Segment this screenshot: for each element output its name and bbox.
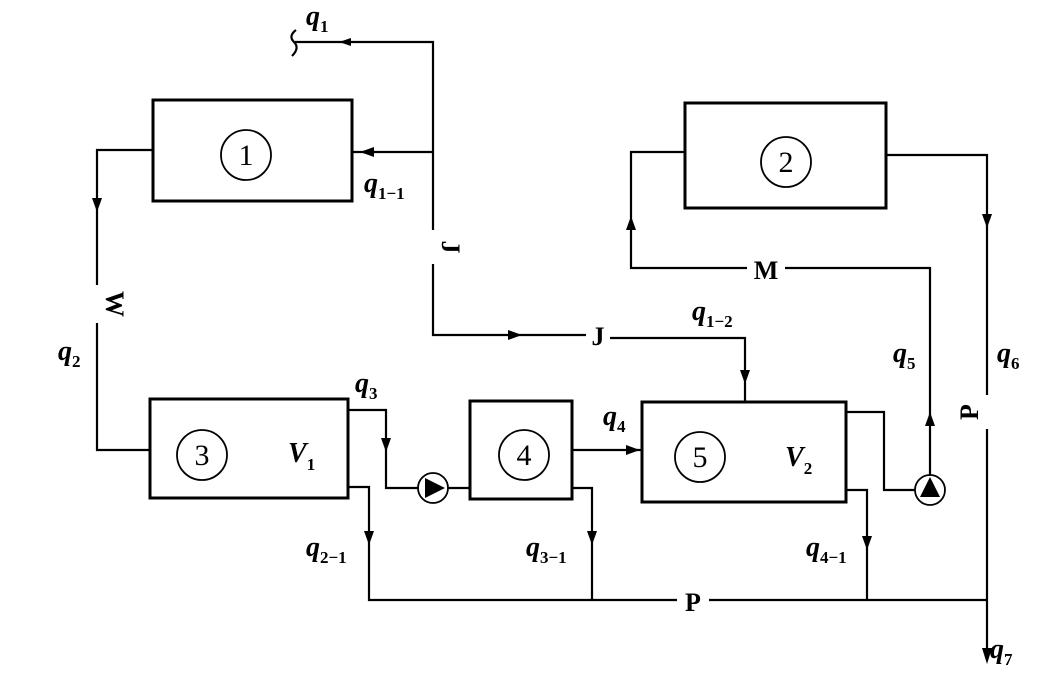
label-q3-1: q3−1	[526, 532, 567, 567]
tag-w: W	[100, 291, 129, 317]
inlet-break-symbol	[290, 29, 298, 57]
arrow-q2-1-down	[364, 531, 374, 545]
flow-labels: q1 q1−1 q1−2 q2 q2−1 q3 q3−1 q4 q4−1 q5 …	[58, 1, 1020, 669]
pump-2-triangle-icon	[920, 477, 940, 497]
tag-p-horizontal: P	[685, 588, 701, 617]
line-q6-p	[886, 153, 989, 660]
line-q4-1	[846, 488, 869, 600]
label-q2-1: q2−1	[306, 532, 347, 567]
pump-1-triangle-icon	[425, 478, 445, 498]
arrow-q4-1-down	[862, 536, 872, 550]
unit-4-number: 4	[517, 439, 532, 472]
tag-m: M	[754, 256, 779, 285]
arrow-q3-down	[381, 438, 391, 452]
unit-5: 5 V2	[640, 400, 848, 504]
volume-v1-label: V1	[288, 438, 315, 474]
label-q6: q6	[997, 338, 1020, 373]
unit-2: 2	[683, 101, 888, 210]
label-q1-2: q1−2	[692, 296, 733, 331]
arrow-heads	[92, 38, 992, 664]
label-q4-1: q4−1	[806, 532, 847, 567]
arrow-m-up	[626, 216, 636, 230]
arrow-q1-right	[339, 38, 351, 46]
pump-2	[914, 474, 946, 506]
unit-3: 3 V1	[148, 397, 350, 500]
pump-1	[417, 472, 449, 504]
arrow-q1-2-down	[740, 370, 750, 384]
line-q3-1	[572, 486, 594, 600]
volume-v2-label: V2	[785, 442, 812, 478]
label-q2: q2	[58, 336, 81, 371]
label-q5: q5	[893, 338, 916, 373]
arrow-q1-1-left	[360, 147, 374, 157]
unit-2-number: 2	[779, 146, 794, 179]
arrow-q5-up	[925, 412, 935, 426]
arrow-w-down	[92, 198, 102, 212]
line-q3	[348, 408, 418, 490]
label-q7: q7	[990, 634, 1013, 669]
line-unit5-to-pump2	[846, 410, 916, 492]
arrow-q3-1-down	[587, 531, 597, 545]
arrow-q7-down	[982, 648, 992, 664]
label-q1: q1	[306, 1, 329, 36]
label-q1-1: q1−1	[364, 168, 405, 203]
label-q4: q4	[603, 401, 626, 436]
line-q5-m	[629, 150, 932, 476]
tag-p-vertical: P	[955, 404, 984, 420]
label-q3: q3	[355, 368, 378, 403]
unit-3-number: 3	[195, 439, 210, 472]
line-q2-1	[348, 485, 987, 602]
arrow-j-right	[508, 330, 522, 340]
unit-1-number: 1	[239, 139, 254, 172]
line-q1-2	[608, 336, 747, 402]
tag-j-vertical: J	[436, 241, 465, 254]
line-tags: J J W M P P	[87, 230, 997, 617]
unit-1: 1	[151, 98, 354, 203]
unit-4: 4	[468, 399, 574, 501]
tag-j-horizontal: J	[592, 322, 605, 351]
unit-5-number: 5	[693, 441, 708, 474]
arrow-q4-right	[626, 445, 640, 455]
arrow-q6-down	[982, 214, 992, 228]
